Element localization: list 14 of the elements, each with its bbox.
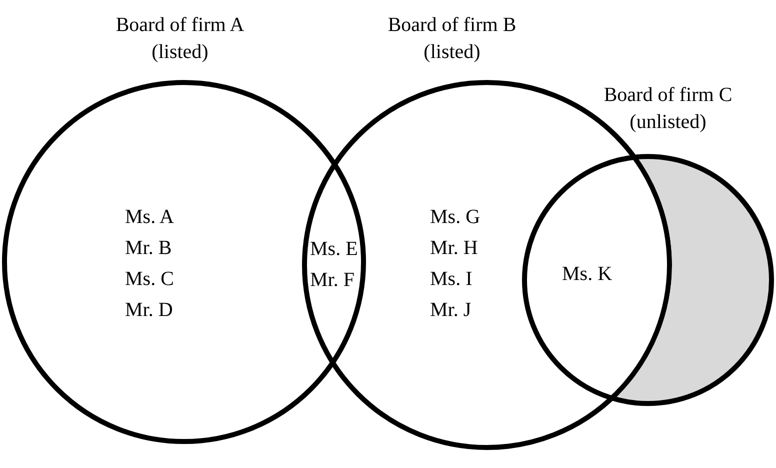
member-name: Ms. E xyxy=(310,237,358,261)
member-name: Ms. A xyxy=(125,205,174,229)
member-name: Mr. D xyxy=(125,298,173,322)
member-name: Mr. B xyxy=(125,236,172,260)
member-name: Mr. H xyxy=(430,236,478,260)
circle-heading: Board of firm B (listed) xyxy=(386,13,518,65)
member-name: Ms. G xyxy=(430,205,480,229)
member-name: Ms. I xyxy=(430,267,472,291)
circle-heading: Board of firm C (unlisted) xyxy=(602,83,734,135)
member-name: Ms. K xyxy=(562,262,612,286)
member-name: Ms. C xyxy=(125,267,174,291)
circle-heading: Board of firm A (listed) xyxy=(114,13,246,65)
member-name: Mr. J xyxy=(430,298,472,322)
member-name: Mr. F xyxy=(310,268,354,292)
